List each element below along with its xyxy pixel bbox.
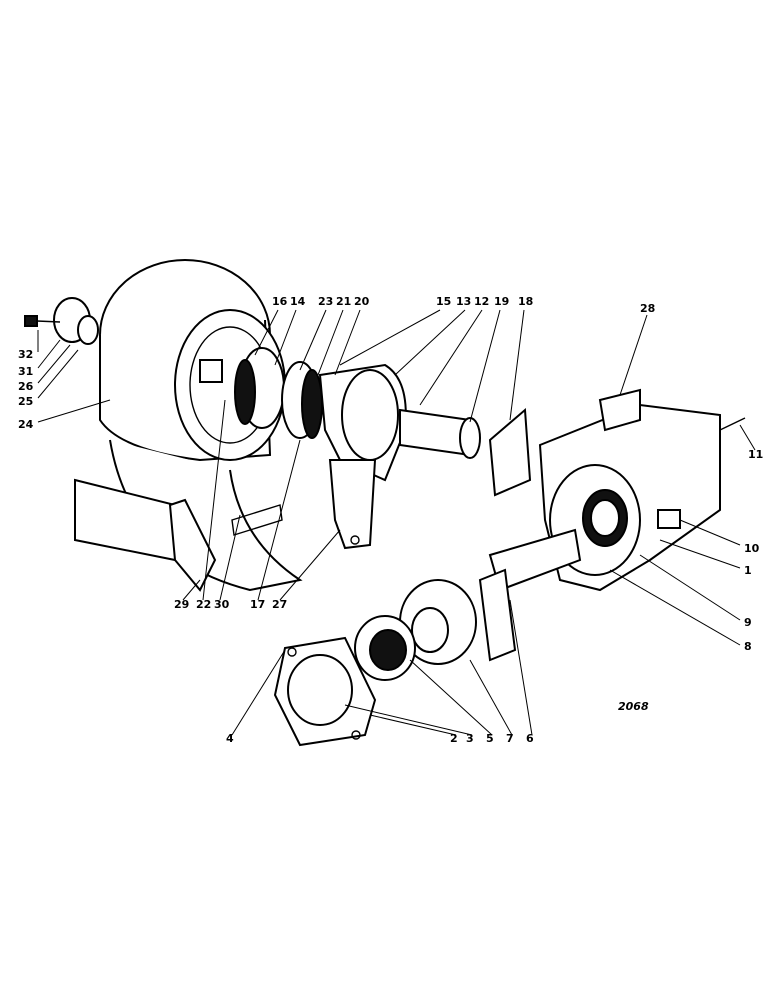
callout-2: 2: [450, 732, 458, 745]
callout-9: 9: [744, 616, 752, 629]
clutch-assembly: [234, 347, 407, 550]
callout-30: 30: [214, 598, 230, 611]
callout-26: 26: [18, 380, 34, 393]
callout-12: 12: [474, 295, 489, 308]
callout-23: 23: [318, 295, 333, 308]
callout-20: 20: [354, 295, 370, 308]
callout-8: 8: [744, 640, 752, 653]
callout-13: 13: [456, 295, 471, 308]
callout-31: 31: [18, 365, 33, 378]
leader-lines: [37, 309, 756, 736]
output-shaft: [478, 528, 582, 662]
callout-15: 15: [436, 295, 451, 308]
callout-7: 7: [506, 732, 514, 745]
callout-29: 29: [174, 598, 189, 611]
callout-25: 25: [18, 395, 33, 408]
callout-22: 22: [196, 598, 211, 611]
callout-10: 10: [744, 542, 760, 555]
callout-4: 4: [226, 732, 234, 745]
callout-3: 3: [466, 732, 474, 745]
drawing-reference-number: 2068: [618, 700, 649, 713]
callout-11: 11: [748, 448, 763, 461]
callout-21: 21: [336, 295, 351, 308]
callout-16: 16: [272, 295, 288, 308]
callout-19: 19: [494, 295, 509, 308]
callout-18: 18: [518, 295, 533, 308]
callout-17: 17: [250, 598, 265, 611]
callout-5: 5: [486, 732, 494, 745]
callout-24: 24: [18, 418, 34, 431]
callout-32: 32: [18, 348, 33, 361]
end-cover: [273, 636, 377, 747]
callout-28: 28: [640, 302, 655, 315]
bearing: [354, 615, 416, 681]
end-bolt-and-washers: [24, 297, 99, 345]
callout-14: 14: [290, 295, 306, 308]
callout-labels: 32 31 26 25 24 16 14 23 21 20 15 13 12 1…: [18, 295, 763, 745]
pinion-shaft: [399, 407, 532, 497]
callout-1: 1: [744, 564, 752, 577]
callout-27: 27: [272, 598, 287, 611]
callout-6: 6: [526, 732, 534, 745]
pulley-drum: [99, 259, 286, 462]
pulley-guard: [74, 439, 303, 592]
